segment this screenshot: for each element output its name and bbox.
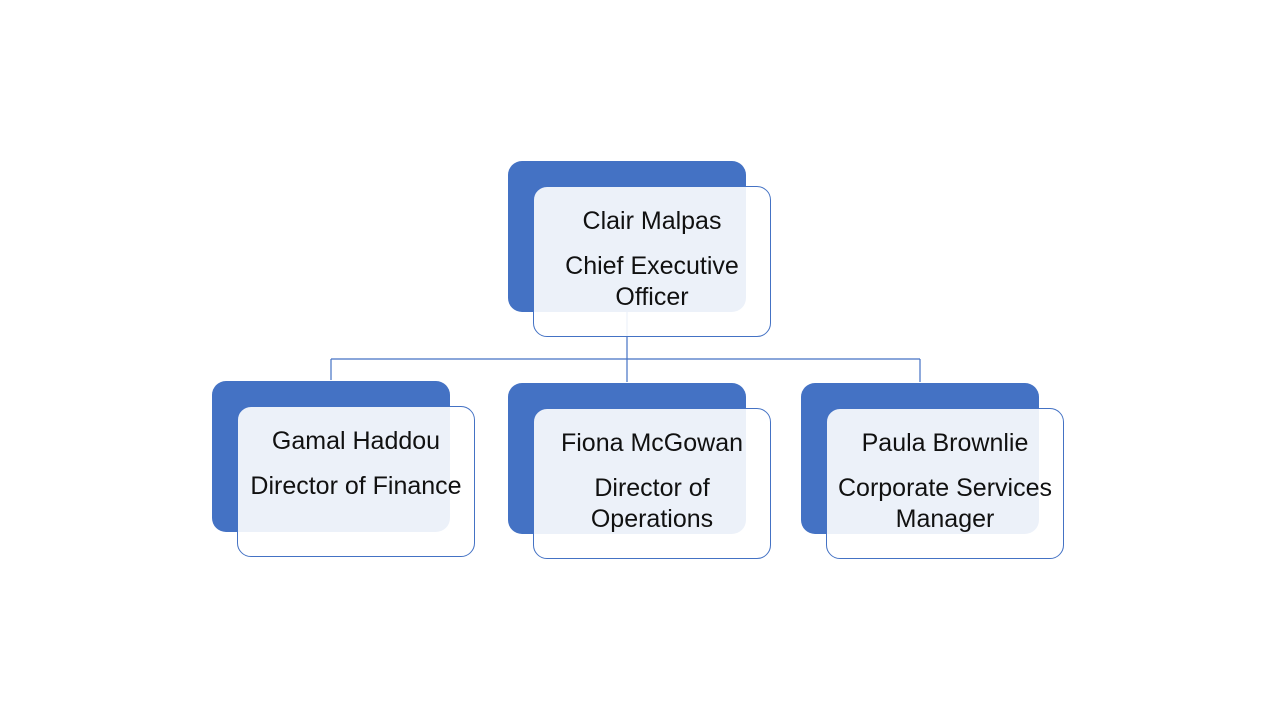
node-name: Clair Malpas <box>582 207 722 235</box>
node-text-card <box>533 408 771 559</box>
org-node-report-2: Fiona McGowan Director of Operations <box>508 383 774 561</box>
node-title: Chief Executive Officer <box>565 252 739 311</box>
node-name: Gamal Haddou <box>271 427 441 455</box>
node-title: Director of Operations <box>590 474 714 533</box>
node-text-card <box>237 406 475 557</box>
node-text: Paula Brownlie Corporate Services Manage… <box>826 408 1064 559</box>
node-text-card <box>826 408 1064 559</box>
org-node-report-1: Gamal Haddou Director of Finance <box>212 381 478 559</box>
org-node-report-3: Paula Brownlie Corporate Services Manage… <box>801 383 1067 561</box>
node-text-card <box>533 186 771 337</box>
node-text: Clair Malpas Chief Executive Officer <box>533 186 771 337</box>
org-node-root: Clair Malpas Chief Executive Officer <box>508 161 774 339</box>
node-text: Gamal Haddou Director of Finance <box>237 406 475 557</box>
node-name: Fiona McGowan <box>560 429 744 457</box>
node-name: Paula Brownlie <box>861 429 1029 457</box>
node-text: Fiona McGowan Director of Operations <box>533 408 771 559</box>
node-title: Corporate Services Manager <box>838 474 1052 533</box>
node-title: Director of Finance <box>250 472 462 500</box>
